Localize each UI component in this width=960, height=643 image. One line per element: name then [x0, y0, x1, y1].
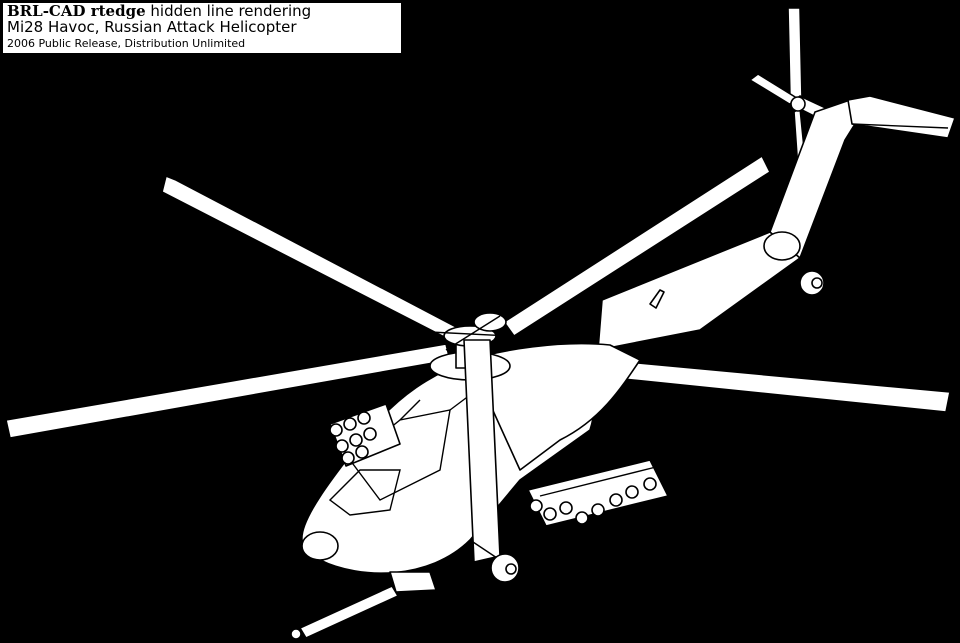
pod-rail	[539, 465, 661, 497]
rocket-tube	[341, 451, 355, 465]
tail-wheel	[799, 257, 825, 296]
rocket-tube	[335, 439, 349, 453]
rocket-tube	[329, 423, 343, 437]
rocket-tube	[343, 417, 357, 431]
main-wheel-strut	[469, 539, 501, 561]
tail-rotor-blade-up	[787, 7, 803, 99]
tail-wheel-hub	[811, 277, 823, 289]
rocket-tube	[349, 433, 363, 447]
tail-rotor-hub	[790, 96, 806, 112]
tail-antenna	[649, 289, 665, 309]
hub-arm-1	[429, 331, 511, 337]
nose-sensor-dome	[301, 531, 339, 561]
horizontal-stabilizer	[847, 95, 956, 139]
main-wheel-hub	[505, 563, 517, 575]
missile-tube	[529, 499, 543, 513]
caption-line-3: 2006 Public Release, Distribution Unlimi…	[7, 36, 246, 50]
rocket-tube	[355, 445, 369, 459]
tail-boom	[597, 95, 956, 351]
caption-program-name: BRL-CAD rtedge	[7, 2, 146, 20]
gun-barrel	[299, 585, 399, 639]
caption-line-1: BRL-CAD rtedge hidden line rendering	[7, 2, 397, 20]
fuselage	[301, 342, 641, 574]
missile-tube	[625, 485, 639, 499]
nose-gun	[290, 571, 437, 640]
stabilizer-edge	[851, 123, 949, 129]
missile-tube	[643, 477, 657, 491]
caption-line-2: Mi28 Havoc, Russian Attack Helicopter	[7, 17, 297, 36]
missile-tube	[609, 493, 623, 507]
cockpit-canopy-front	[328, 469, 401, 516]
rotor-blade-rear-right	[503, 155, 771, 337]
missile-tube	[559, 501, 573, 515]
missile-tube	[543, 507, 557, 521]
canopy-frame-1	[399, 399, 421, 421]
main-wheel-tire	[490, 553, 520, 583]
caption-render-type: hidden line rendering	[145, 2, 312, 20]
gun-turret	[389, 571, 437, 593]
missile-tube	[591, 503, 605, 517]
rocket-tube	[357, 411, 371, 425]
engine-housing	[469, 342, 641, 471]
rocket-pod-left	[329, 403, 401, 467]
caption-box: BRL-CAD rtedge hidden line rendering Mi2…	[2, 2, 402, 54]
rocket-tube	[363, 427, 377, 441]
hub-arm-2	[445, 315, 501, 351]
gun-muzzle	[290, 628, 302, 640]
missile-tube	[575, 511, 589, 525]
rotor-blade-rear-left	[161, 175, 463, 343]
main-wheel	[469, 539, 520, 583]
tail-boom-joint	[763, 231, 801, 261]
weapons-pod-right	[527, 459, 669, 527]
